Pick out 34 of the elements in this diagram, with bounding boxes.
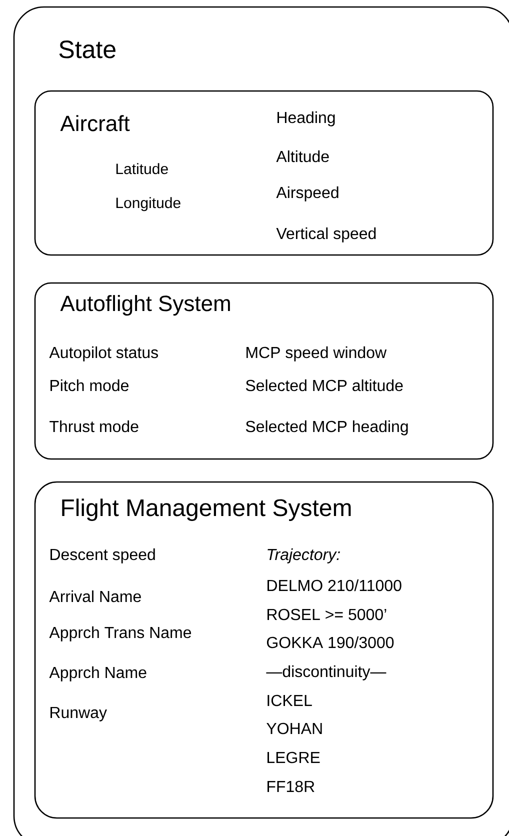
field-label: ROSEL >= 5000’ (268, 608, 386, 620)
field-label: MCP speed window (246, 346, 387, 362)
box-heading: Autoflight System (60, 295, 230, 316)
frame-box (13, 6, 509, 836)
field-label: Runway (50, 707, 107, 722)
field-label: FF18R (268, 780, 314, 792)
field-label: GOKKA 190/3000 (267, 636, 394, 648)
field-label: DELMO 210/11000 (268, 579, 402, 592)
field-label: Heading (278, 111, 335, 126)
field-label: Altitude (276, 150, 329, 162)
box-heading: Aircraft (60, 115, 130, 132)
field-label: Autopilot status (49, 346, 158, 362)
field-label: —discontinuity— (266, 665, 386, 680)
panel-box (34, 90, 494, 256)
field-label: Selected MCP heading (246, 420, 408, 436)
field-label: Apprch Trans Name (49, 626, 192, 642)
field-label: Apprch Name (49, 666, 146, 682)
field-label: Latitude (116, 163, 168, 174)
field-label: Airspeed (276, 186, 338, 202)
field-label: Vertical speed (276, 227, 376, 242)
panel-box (34, 481, 494, 819)
field-label: Longitude (116, 197, 180, 212)
field-label: Trajectory: (268, 548, 340, 564)
box-heading: Flight Management System (62, 498, 351, 521)
field-label: Arrival Name (49, 590, 141, 602)
field-label: Thrust mode (50, 420, 138, 432)
field-label: Selected MCP altitude (246, 379, 403, 392)
field-label: LEGRE (268, 752, 320, 764)
field-label: ICKEL (268, 694, 312, 706)
field-label: Descent speed (50, 548, 155, 564)
panel-box (34, 282, 494, 460)
box-heading: State (59, 40, 116, 58)
field-label: YOHAN (266, 722, 322, 734)
field-label: Pitch mode (50, 379, 128, 392)
